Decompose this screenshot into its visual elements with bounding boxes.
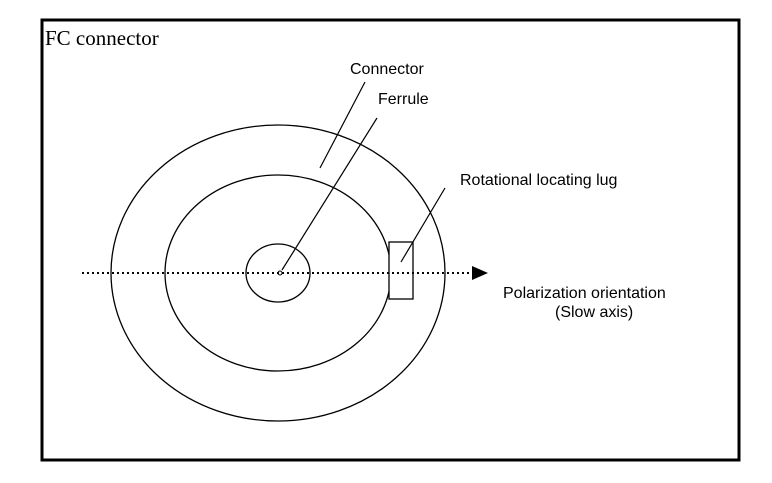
lug-leader — [400, 187, 446, 263]
ferrule-label: Ferrule — [378, 91, 429, 108]
connector-circle — [110, 124, 446, 422]
arrow-head-icon — [472, 266, 488, 280]
fiber-core-circle — [245, 243, 311, 303]
diagram-title: FC connector — [45, 26, 159, 50]
slow-axis-label: (Slow axis) — [555, 304, 633, 321]
ferrule-leader — [281, 117, 378, 271]
lug-label: Rotational locating lug — [460, 172, 617, 189]
locating-lug — [388, 241, 414, 300]
polarization-label: Polarization orientation — [503, 285, 666, 302]
connector-leader — [319, 81, 366, 169]
connector-label: Connector — [350, 61, 424, 78]
frame — [40, 18, 741, 462]
